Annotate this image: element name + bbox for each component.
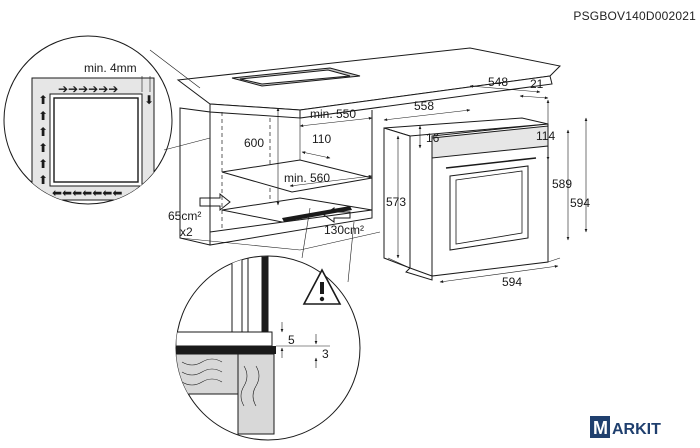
oven-dimensions: 558 548 21 16 114 573 589 594 594	[383, 75, 590, 289]
airflow-arrows-right: ⬇	[144, 93, 154, 107]
airflow-arrows-top: ➔➔➔➔➔➔	[58, 82, 118, 96]
niche-height-label: 600	[244, 136, 264, 150]
side-vent-arrow-icon	[199, 192, 231, 212]
svg-text:⬆: ⬆	[38, 157, 48, 171]
svg-text:⬅⬅⬅⬅⬅⬅⬅: ⬅⬅⬅⬅⬅⬅⬅	[52, 186, 122, 200]
warning-triangle-icon	[302, 268, 342, 305]
airflow-arrows-bottom: ⬅⬅⬅⬅⬅⬅⬅	[52, 186, 122, 200]
panel-height-label: 114	[536, 129, 555, 143]
body-height-label: 573	[386, 195, 406, 209]
svg-text:⬆: ⬆	[38, 141, 48, 155]
niche-depth-label: min. 560	[284, 171, 330, 185]
watermark-text: ARKIT	[612, 421, 661, 438]
airflow-arrows-left: ⬆ ⬆ ⬆ ⬆ ⬆ ⬆	[38, 93, 48, 187]
oven-body-depth-label: 548	[488, 75, 508, 89]
detail-gap-3-label: 3	[322, 347, 329, 361]
side-vent-count-label: x2	[180, 225, 193, 239]
detail-gap-5-label: 5	[288, 333, 295, 347]
svg-text:⬇: ⬇	[144, 93, 154, 107]
watermark-letter: M	[593, 418, 608, 438]
svg-text:⬆: ⬆	[38, 173, 48, 187]
mounting-detail-circle: 5 3	[175, 207, 361, 441]
niche-width-label: min. 550	[310, 107, 356, 121]
height-594-label: 594	[570, 196, 590, 210]
width-594-label: 594	[502, 275, 522, 289]
front-thickness-label: 21	[530, 77, 544, 91]
min-gap-label: min. 4mm	[84, 61, 137, 75]
watermark-logo: M ARKIT	[590, 416, 661, 438]
bottom-vent-arrow-icon	[323, 207, 351, 223]
svg-text:➔➔➔➔➔➔: ➔➔➔➔➔➔	[58, 82, 118, 96]
height-589-label: 589	[552, 177, 572, 191]
depth-step-label: 110	[312, 132, 331, 146]
document-code: PSGBOV140D002021	[573, 9, 696, 23]
svg-text:⬆: ⬆	[38, 125, 48, 139]
top-offset-label: 16	[426, 131, 440, 145]
svg-text:⬆: ⬆	[38, 93, 48, 107]
ventilation: 65cm² x2 130cm²	[168, 192, 364, 239]
niche-dimensions: 600 min. 550 110 min. 560	[244, 107, 373, 206]
svg-text:⬆: ⬆	[38, 109, 48, 123]
gap-detail-circle: ➔➔➔➔➔➔ ⬆ ⬆ ⬆ ⬆ ⬆ ⬆ ⬅⬅⬅⬅⬅⬅⬅ ⬇ min. 4mm	[3, 35, 211, 205]
oven-depth-total-label: 558	[414, 99, 434, 113]
side-vent-area-label: 65cm²	[168, 209, 201, 223]
oven	[383, 117, 561, 281]
bottom-vent-area-label: 130cm²	[324, 223, 364, 237]
